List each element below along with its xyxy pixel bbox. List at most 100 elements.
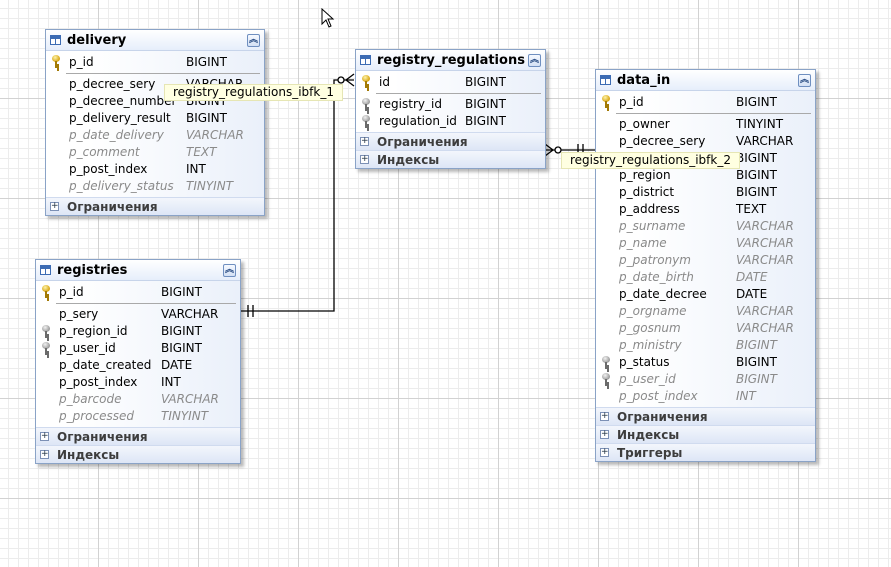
section-triggers[interactable]: + Триггеры	[596, 443, 815, 461]
column-row[interactable]: p_name VARCHAR	[596, 234, 815, 251]
column-name: registry_id	[379, 96, 442, 111]
column-type: BIGINT	[736, 95, 777, 109]
column-row[interactable]: p_sery VARCHAR	[36, 305, 240, 322]
column-type: BIGINT	[736, 184, 777, 199]
section-constraints[interactable]: + Ограничения	[46, 197, 264, 215]
expand-plus-icon[interactable]: +	[360, 154, 369, 164]
expand-plus-icon[interactable]: +	[50, 201, 59, 211]
section-label: Ограничения	[617, 409, 708, 424]
section-constraints[interactable]: + Ограничения	[596, 407, 815, 425]
column-type: TEXT	[186, 144, 217, 159]
column-row[interactable]: p_region BIGINT	[596, 166, 815, 183]
table-data-in[interactable]: data_in ︽ p_id BIGINT p_owner TINYINT p_…	[595, 69, 816, 462]
many-marker-ibfk-1-a	[345, 73, 355, 81]
table-name: registry_regulations	[377, 52, 525, 68]
column-name: p_decree_sery	[69, 76, 156, 91]
expand-plus-icon[interactable]: +	[600, 447, 609, 457]
table-name: data_in	[617, 72, 671, 88]
column-name: p_name	[619, 235, 667, 250]
column-row[interactable]: p_delivery_status TINYINT	[46, 177, 264, 194]
expand-plus-icon[interactable]: +	[360, 136, 369, 146]
table-registries[interactable]: registries ︽ p_id BIGINT p_sery VARCHAR …	[35, 259, 241, 464]
column-row[interactable]: p_patronym VARCHAR	[596, 251, 815, 268]
column-row[interactable]: p_owner TINYINT	[596, 115, 815, 132]
column-row[interactable]: p_post_index INT	[46, 160, 264, 177]
expand-plus-icon[interactable]: +	[600, 411, 609, 421]
primary-key-icon	[601, 95, 611, 109]
column-row[interactable]: registry_id BIGINT	[356, 95, 545, 112]
section-indexes[interactable]: + Индексы	[596, 425, 815, 443]
table-delivery[interactable]: delivery ︽ p_id BIGINT p_decree_sery VAR…	[45, 29, 265, 216]
relation-label-ibfk-2[interactable]: registry_regulations_ibfk_2	[561, 152, 740, 169]
expand-plus-icon[interactable]: +	[40, 431, 49, 441]
collapse-icon[interactable]: ︽	[247, 33, 260, 47]
column-type: VARCHAR	[161, 391, 219, 406]
column-row[interactable]: p_region_id BIGINT	[36, 322, 240, 339]
column-type: TINYINT	[736, 116, 784, 131]
table-header[interactable]: delivery ︽	[46, 30, 264, 51]
column-row[interactable]: p_surname VARCHAR	[596, 217, 815, 234]
table-header[interactable]: registry_regulations ︽	[356, 50, 545, 71]
column-row[interactable]: p_date_created DATE	[36, 356, 240, 373]
table-header[interactable]: registries ︽	[36, 260, 240, 281]
column-row[interactable]: p_date_birth DATE	[596, 268, 815, 285]
column-row[interactable]: id BIGINT	[356, 72, 545, 94]
foreign-key-icon	[41, 325, 51, 339]
collapse-icon[interactable]: ︽	[528, 53, 541, 67]
column-name: p_id	[619, 95, 644, 109]
column-type: TINYINT	[186, 178, 234, 193]
relation-label-ibfk-1[interactable]: registry_regulations_ibfk_1	[164, 84, 343, 101]
column-row[interactable]: p_barcode VARCHAR	[36, 390, 240, 407]
column-row[interactable]: p_id BIGINT	[596, 92, 815, 114]
column-row[interactable]: p_decree_sery VARCHAR	[596, 132, 815, 149]
column-row[interactable]: p_orgname VARCHAR	[596, 302, 815, 319]
column-row[interactable]: p_comment TEXT	[46, 143, 264, 160]
expand-plus-icon[interactable]: +	[600, 429, 609, 439]
section-indexes[interactable]: + Индексы	[356, 150, 545, 168]
column-type: VARCHAR	[736, 133, 794, 148]
column-name: p_user_id	[619, 371, 676, 386]
column-name: p_decree_number	[69, 93, 177, 108]
section-label: Ограничения	[377, 134, 468, 149]
foreign-key-icon	[361, 115, 371, 129]
column-row[interactable]: p_gosnum VARCHAR	[596, 319, 815, 336]
column-type: BIGINT	[465, 96, 506, 111]
column-row[interactable]: p_ministry BIGINT	[596, 336, 815, 353]
expand-plus-icon[interactable]: +	[40, 449, 49, 459]
collapse-icon[interactable]: ︽	[798, 73, 811, 87]
column-name: p_surname	[619, 218, 686, 233]
section-label: Индексы	[377, 152, 440, 167]
column-row[interactable]: p_date_delivery VARCHAR	[46, 126, 264, 143]
column-row[interactable]: p_delivery_result BIGINT	[46, 109, 264, 126]
column-row[interactable]: p_id BIGINT	[46, 52, 264, 74]
column-type: VARCHAR	[736, 320, 794, 335]
column-type: INT	[736, 388, 756, 403]
table-header[interactable]: data_in ︽	[596, 70, 815, 91]
foreign-key-icon	[41, 342, 51, 356]
column-row[interactable]: p_post_index INT	[596, 387, 815, 404]
column-name: p_region	[619, 167, 671, 182]
column-row[interactable]: p_district BIGINT	[596, 183, 815, 200]
foreign-key-icon	[361, 98, 371, 112]
column-type: BIGINT	[161, 323, 202, 338]
column-type: BIGINT	[736, 371, 777, 386]
table-name: registries	[57, 262, 128, 278]
collapse-icon[interactable]: ︽	[223, 263, 236, 277]
column-type: VARCHAR	[161, 306, 219, 321]
column-row[interactable]: p_user_id BIGINT	[596, 370, 815, 387]
column-row[interactable]: p_address TEXT	[596, 200, 815, 217]
column-row[interactable]: p_date_decree DATE	[596, 285, 815, 302]
table-registry-regulations[interactable]: registry_regulations ︽ id BIGINT registr…	[355, 49, 546, 169]
column-row[interactable]: p_post_index INT	[36, 373, 240, 390]
section-constraints[interactable]: + Ограничения	[356, 132, 545, 150]
column-name: p_post_index	[69, 161, 148, 176]
section-indexes[interactable]: + Индексы	[36, 445, 240, 463]
column-row[interactable]: p_processed TINYINT	[36, 407, 240, 424]
column-row[interactable]: regulation_id BIGINT	[356, 112, 545, 129]
section-constraints[interactable]: + Ограничения	[36, 427, 240, 445]
column-row[interactable]: p_status BIGINT	[596, 353, 815, 370]
column-name: p_date_birth	[619, 269, 694, 284]
column-type: BIGINT	[736, 337, 777, 352]
column-row[interactable]: p_id BIGINT	[36, 282, 240, 304]
column-row[interactable]: p_user_id BIGINT	[36, 339, 240, 356]
